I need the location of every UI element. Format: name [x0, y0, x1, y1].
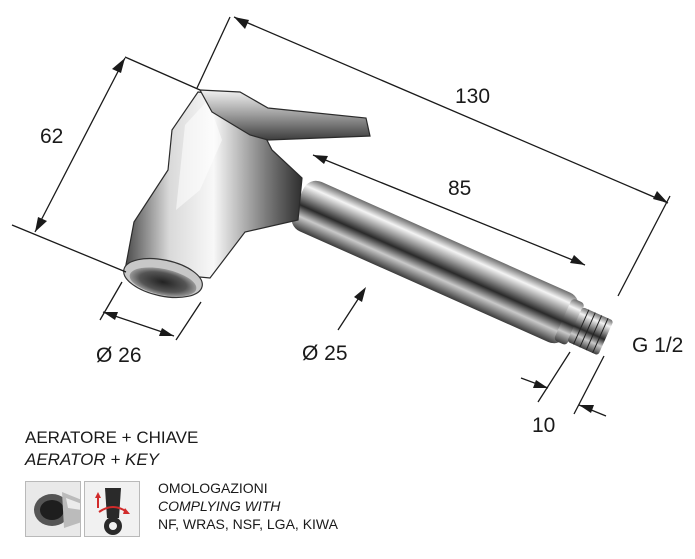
dimension-label-85: 85 — [448, 177, 471, 200]
certifications-list: NF, WRAS, NSF, LGA, KIWA — [158, 516, 338, 532]
thread-connector — [568, 307, 613, 355]
accessory-title: AERATORE + CHIAVE — [25, 428, 199, 447]
shower-head-body — [124, 91, 303, 279]
dimension-label-10: 10 — [532, 414, 555, 437]
dimension-diameter-25: Ø 25 — [302, 287, 366, 365]
dimension-label-diameter-26: Ø 26 — [96, 344, 142, 367]
dimension-label-130: 130 — [455, 85, 490, 108]
aerator-nozzle — [129, 267, 197, 297]
key-icon — [84, 481, 140, 537]
dimension-label-62: 62 — [40, 125, 63, 148]
dimension-130: 130 — [196, 16, 671, 297]
certifications-title: OMOLOGAZIONI — [158, 480, 268, 496]
tube-collar — [554, 299, 584, 345]
dimension-85: 85 — [312, 154, 586, 266]
aerator-icon — [25, 481, 81, 537]
dimension-label-diameter-25: Ø 25 — [302, 342, 348, 365]
shower-tube — [291, 180, 579, 344]
dimension-10: 10 — [520, 351, 607, 437]
dimension-62: 62 — [11, 56, 201, 273]
certifications-subtitle: COMPLYING WITH — [158, 498, 281, 514]
trigger-lever — [198, 89, 371, 141]
dimension-thread: G 1/2 — [632, 334, 683, 357]
dimension-label-thread: G 1/2 — [632, 334, 683, 357]
hand-shower-illustration — [123, 89, 613, 355]
dimension-diameter-26: Ø 26 — [96, 281, 202, 367]
accessory-subtitle: AERATOR + KEY — [25, 450, 159, 469]
